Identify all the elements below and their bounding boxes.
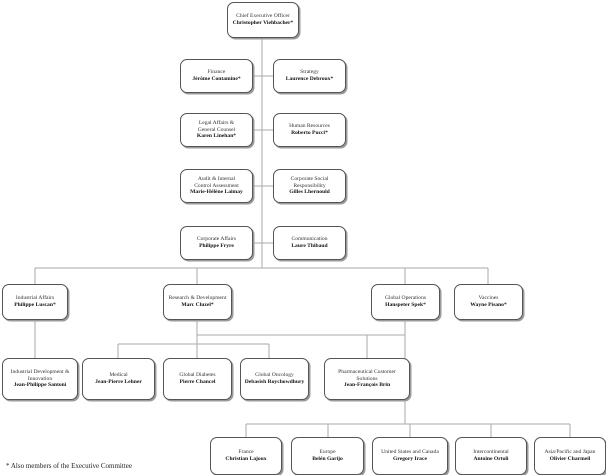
org-role-legal: General Counsel [197, 126, 236, 133]
org-role-ceo: Chief Executive Officer [236, 13, 290, 20]
org-role-audit: Audit & Internal [197, 175, 236, 182]
org-name-indaff: Philippe Luscan* [14, 302, 56, 308]
org-name-usc: Gregory Irace [393, 456, 427, 462]
org-role-vaccines: Vaccines [478, 295, 499, 302]
org-name-europe: Belén Garijo [312, 456, 343, 462]
org-role-pharma: Pharmaceutical Customer [338, 368, 396, 375]
org-role-csr: Corporate Social [290, 175, 329, 182]
org-name-rd: Marc Cluzel* [181, 302, 214, 308]
org-name-legal: Karen Linehan* [196, 133, 237, 140]
org-name-france: Christian Lajoux [225, 456, 267, 462]
org-name-medical: Jean-Pierre Lehner [95, 379, 142, 385]
org-role-apj: Asia/Pacific and Japan [544, 449, 596, 456]
org-name-globops: Hanspeter Spek* [385, 302, 426, 308]
org-role-europe: Europe [319, 449, 336, 456]
org-role-inddev: Innovation [27, 375, 53, 382]
org-name-oncology: Debasish Roychowdhury [244, 379, 305, 385]
org-role-usc: United States and Canada [381, 449, 439, 456]
org-name-apj: Olivier Charmeil [549, 456, 591, 462]
org-role-comm: Communication [291, 236, 328, 243]
org-name-pharma: Jean-François Brin [343, 382, 391, 389]
org-role-finance: Finance [207, 69, 226, 76]
org-role-hr: Human Resources [289, 123, 330, 130]
org-name-comm: Laure Thibaud [291, 243, 328, 249]
org-role-inddev: Industrial Development & [10, 368, 70, 375]
org-role-audit: Control Assessment [194, 182, 239, 189]
org-name-audit: Marie-Hélène Laimay [190, 189, 243, 196]
footnote: * Also members of the Executive Committe… [6, 462, 132, 470]
org-role-diabetes: Global Diabetes [179, 372, 216, 379]
org-role-pharma: Solutions [356, 375, 378, 382]
org-name-finance: Jérôme Contamine* [192, 76, 241, 82]
org-name-hr: Roberto Pucci* [291, 130, 328, 136]
org-role-oncology: Global Oncology [255, 372, 294, 379]
org-name-csr: Gilles Lhernould [289, 189, 330, 196]
org-name-diabetes: Pierre Chancel [179, 379, 216, 385]
org-role-medical: Medical [109, 372, 128, 379]
org-role-indaff: Industrial Affairs [15, 295, 55, 302]
org-name-inddev: Jean-Philippe Santoni [13, 382, 67, 389]
org-name-corpaff: Philippe Fryre [199, 243, 234, 249]
org-role-csr: Responsibility [293, 182, 326, 189]
org-role-corpaff: Corporate Affairs [196, 236, 237, 243]
org-role-intercon: Intercontinental [473, 449, 509, 456]
org-name-strategy: Laurence Debroux* [285, 76, 334, 82]
org-name-vaccines: Wayne Pisano* [470, 302, 507, 308]
org-role-rd: Research & Development [168, 295, 227, 302]
org-role-france: France [238, 449, 254, 456]
org-role-legal: Legal Affairs & [198, 119, 235, 126]
org-role-globops: Global Operations [384, 295, 427, 302]
org-name-intercon: Antoine Ortoli [473, 456, 509, 462]
org-role-strategy: Strategy [300, 69, 319, 76]
org-name-ceo: Christopher Viehbacher* [232, 20, 294, 26]
